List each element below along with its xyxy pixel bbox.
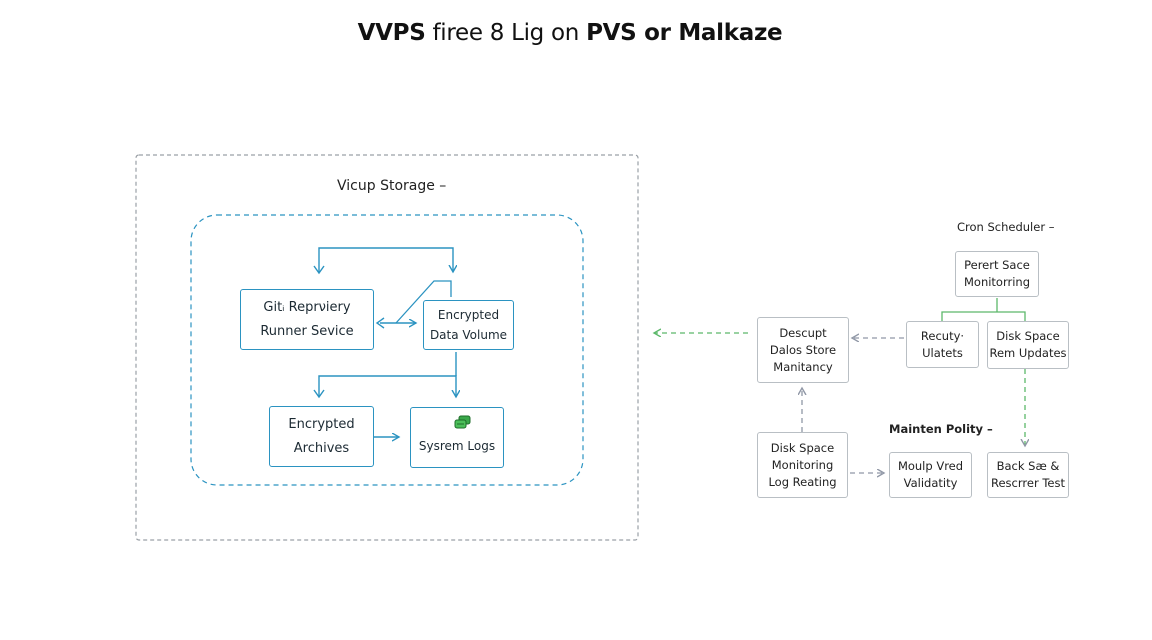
- storage-outer-container: [135, 154, 639, 541]
- node-disk-space-updates[interactable]: Disk Space Rem Updates: [987, 321, 1069, 369]
- node-system-logs[interactable]: Sysrem Logs: [410, 407, 504, 468]
- node-system-logs-line-1: Sysrem Logs: [418, 439, 496, 453]
- node-security-updates[interactable]: Recuty· Ulatets: [906, 321, 979, 368]
- node-parent-space[interactable]: Perert Sace Monitorring: [955, 251, 1039, 297]
- node-backup-restore-line-1: Back Sæ &: [996, 459, 1060, 473]
- database-stack-icon: [454, 415, 471, 429]
- node-decrupt-store-line-1: Descupt: [779, 325, 827, 340]
- node-disk-monitoring-line-3: Log Reating: [768, 474, 837, 489]
- node-multiple-validity-line-1: Moulp Vred: [897, 459, 964, 473]
- node-disk-monitoring[interactable]: Disk Space Monitoring Log Reating: [757, 432, 848, 498]
- node-disk-monitoring-line-2: Monitoring: [771, 457, 834, 472]
- tree-parent-space: [941, 298, 1026, 321]
- node-disk-monitoring-line-1: Disk Space: [770, 440, 835, 455]
- node-parent-space-line-1: Perert Sace: [964, 258, 1030, 272]
- node-multiple-validity[interactable]: Moulp Vred Validatity: [889, 452, 972, 498]
- arrow-middle-loop-left-head: [313, 389, 325, 399]
- node-encrypted-archives-line-2: Archives: [293, 440, 350, 456]
- node-security-updates-line-1: Recuty·: [920, 328, 965, 343]
- node-disk-space-updates-line-1: Disk Space: [996, 329, 1060, 343]
- title-part-2: fireе 8 Lig on: [425, 20, 587, 46]
- arrow-top-loop-left-head: [313, 265, 325, 275]
- node-git-runner-line-2: Runner Sevice: [260, 323, 354, 339]
- arrow-diagonal-connector: [395, 280, 452, 324]
- arrow-runner-volume-back-head: [375, 317, 385, 329]
- cron-group-label: Cron Scheduler –: [957, 220, 1055, 234]
- node-decrupt-store-line-3: Manitancy: [773, 359, 833, 374]
- node-encrypted-volume-line-2: Data Volume: [429, 328, 508, 342]
- title-part-3: PVS or Malkaze: [586, 20, 783, 46]
- node-encrypted-volume-line-1: Encrypted: [437, 308, 500, 322]
- node-decrupt-store-line-2: Dalos Store: [769, 342, 837, 357]
- diagram-title: VVPS fireе 8 Lig on PVS or Malkaze: [0, 20, 1140, 46]
- node-git-runner-line-1: Gitᵢ Reprνiery: [263, 299, 351, 315]
- node-git-runner[interactable]: Gitᵢ Reprνiery Runner Sevice: [240, 289, 374, 350]
- node-parent-space-line-2: Monitorring: [963, 275, 1031, 289]
- title-part-1: VVPS: [357, 20, 426, 46]
- node-backup-restore[interactable]: Back Sæ & Rescrrer Test: [987, 452, 1069, 498]
- node-encrypted-volume[interactable]: Encrypted Data Volume: [423, 300, 514, 350]
- maint-group-label: Mainten Polity –: [889, 422, 993, 436]
- node-disk-space-updates-line-2: Rem Updates: [989, 346, 1067, 360]
- node-encrypted-archives[interactable]: Encrypted Archives: [269, 406, 374, 467]
- node-decrupt-store[interactable]: Descupt Dalos Store Manitancy: [757, 317, 849, 383]
- node-encrypted-archives-line-1: Encrypted: [288, 416, 355, 432]
- node-backup-restore-line-2: Rescrrer Test: [991, 476, 1065, 490]
- node-multiple-validity-line-2: Validatity: [903, 476, 958, 490]
- arrow-top-loop: [318, 247, 453, 272]
- storage-group-label: Vicup Storage –: [337, 178, 447, 194]
- storage-inner-zone: [190, 214, 584, 486]
- arrow-middle-loop: [318, 375, 456, 397]
- node-security-updates-line-2: Ulatets: [922, 345, 963, 360]
